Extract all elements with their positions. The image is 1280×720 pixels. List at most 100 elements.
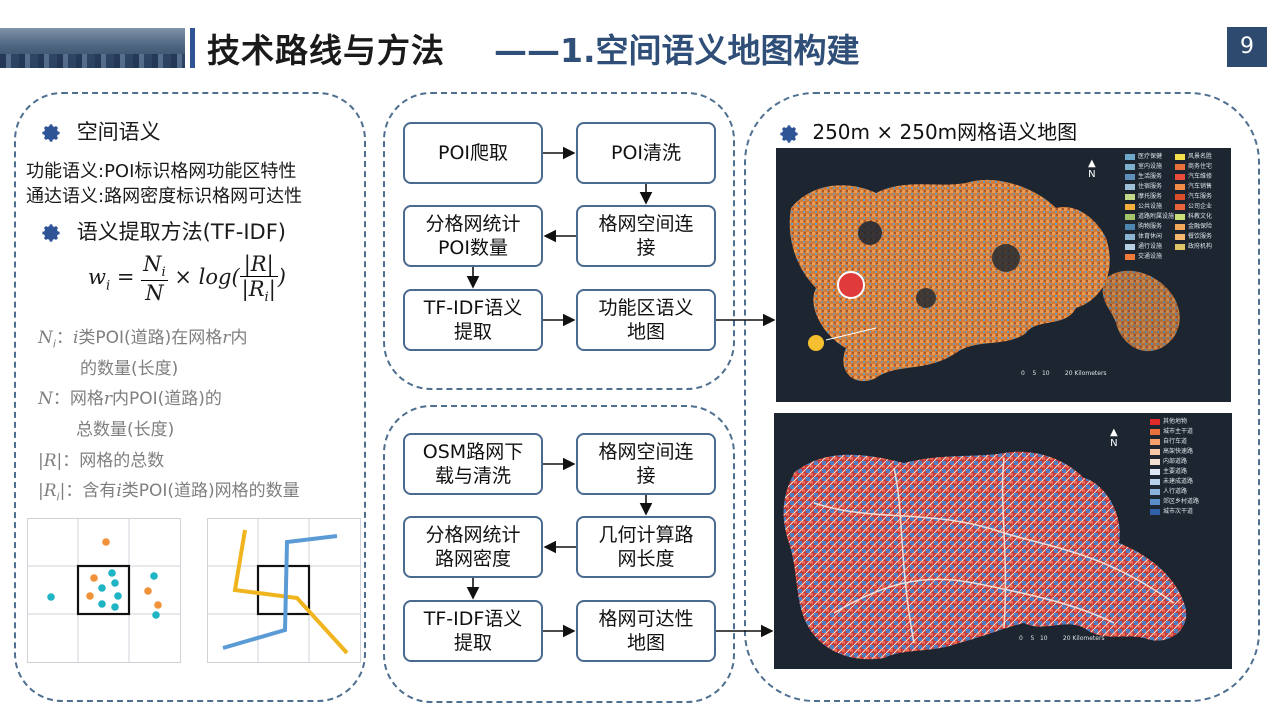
legend-label: 公共设施 [1138, 203, 1162, 210]
legend-label: 科教文化 [1188, 213, 1212, 220]
legend-label: 购物服务 [1138, 223, 1162, 230]
legend-item: 风景名胜 [1175, 152, 1225, 162]
legend-swatch [1125, 244, 1135, 250]
legend-item: 医疗保健 [1125, 152, 1175, 162]
legend-label: 人行道路 [1163, 488, 1187, 495]
legend-swatch [1150, 429, 1160, 435]
legend-swatch [1175, 244, 1185, 250]
legend-item: 商务住宅 [1175, 162, 1225, 172]
legend-label: 餐饮服务 [1188, 233, 1212, 240]
legend-swatch [1175, 204, 1185, 210]
legend-label: 高架快速路 [1163, 448, 1193, 455]
legend-item: 高架快速路 [1150, 447, 1199, 457]
maps-title: 250m × 250m网格语义地图 [778, 116, 1077, 145]
legend-swatch [1175, 234, 1185, 240]
access-map-legend: 其他地物城市主干道自行车道高架快速路内部道路主要道路未建成道路人行道路郊区乡村道… [1150, 417, 1199, 517]
function-map-north-arrow: ▲N [1088, 158, 1096, 180]
legend-item: 公共设施 [1125, 202, 1175, 212]
legend-label: 城市主干道 [1163, 428, 1193, 435]
gear-icon [778, 123, 800, 145]
legend-swatch [1150, 439, 1160, 445]
legend-swatch [1125, 174, 1135, 180]
legend-item: 住宿服务 [1125, 182, 1175, 192]
legend-swatch [1150, 459, 1160, 465]
legend-item: 科教文化 [1175, 212, 1225, 222]
legend-swatch [1175, 154, 1185, 160]
legend-swatch [1125, 224, 1135, 230]
legend-item: 金融保险 [1175, 222, 1225, 232]
legend-label: 汽车销售 [1188, 183, 1212, 190]
access-map-north-arrow: ▲N [1110, 427, 1118, 449]
legend-item: 公司企业 [1175, 202, 1225, 212]
maps-title-label: 250m × 250m网格语义地图 [812, 120, 1077, 144]
legend-label: 生活服务 [1138, 173, 1162, 180]
legend-swatch [1125, 234, 1135, 240]
legend-label: 未建成道路 [1163, 478, 1193, 485]
legend-item: 摩托服务 [1125, 192, 1175, 202]
legend-swatch [1125, 164, 1135, 170]
legend-label: 政府机构 [1188, 243, 1212, 250]
access-map-scale: 0 5 10 20 Kilometers [1019, 635, 1105, 642]
legend-item: 道路附属设施 [1125, 212, 1175, 222]
legend-item: 通行设施 [1125, 242, 1175, 252]
legend-label: 通行设施 [1138, 243, 1162, 250]
legend-label: 商务住宅 [1188, 163, 1212, 170]
legend-label: 医疗保健 [1138, 153, 1162, 160]
legend-swatch [1175, 174, 1185, 180]
legend-label: 金融保险 [1188, 223, 1212, 230]
legend-label: 汽车维修 [1188, 173, 1212, 180]
legend-item: 汽车维修 [1175, 172, 1225, 182]
legend-swatch [1125, 194, 1135, 200]
legend-item: 室内设施 [1125, 162, 1175, 172]
legend-swatch [1150, 499, 1160, 505]
legend-label: 体育休闲 [1138, 233, 1162, 240]
legend-item: 购物服务 [1125, 222, 1175, 232]
legend-item: 交通设施 [1125, 252, 1175, 262]
legend-label: 道路附属设施 [1138, 213, 1174, 220]
legend-swatch [1175, 194, 1185, 200]
legend-label: 城市次干道 [1163, 508, 1193, 515]
legend-item: 体育休闲 [1125, 232, 1175, 242]
legend-label: 风景名胜 [1188, 153, 1212, 160]
legend-item: 自行车道 [1150, 437, 1199, 447]
legend-label: 住宿服务 [1138, 183, 1162, 190]
legend-item: 餐饮服务 [1175, 232, 1225, 242]
legend-label: 主要道路 [1163, 468, 1187, 475]
legend-swatch [1175, 184, 1185, 190]
legend-swatch [1150, 489, 1160, 495]
legend-swatch [1125, 214, 1135, 220]
accessibility-semantic-map: ▲N 其他地物城市主干道自行车道高架快速路内部道路主要道路未建成道路人行道路郊区… [774, 413, 1232, 669]
legend-item: 政府机构 [1175, 242, 1225, 252]
legend-swatch [1150, 509, 1160, 515]
legend-item: 汽车销售 [1175, 182, 1225, 192]
legend-swatch [1125, 184, 1135, 190]
legend-item: 人行道路 [1150, 487, 1199, 497]
legend-item: 其他地物 [1150, 417, 1199, 427]
legend-item: 郊区乡村道路 [1150, 497, 1199, 507]
legend-label: 自行车道 [1163, 438, 1187, 445]
legend-item: 主要道路 [1150, 467, 1199, 477]
legend-label: 内部道路 [1163, 458, 1187, 465]
legend-label: 汽车服务 [1188, 193, 1212, 200]
legend-item: 生活服务 [1125, 172, 1175, 182]
legend-item: 城市主干道 [1150, 427, 1199, 437]
function-semantic-map: ▲N 医疗保健 风景名胜室内设施 商务住宅生活服务 汽车维修住宿服务 汽车销售摩托服务 汽… [776, 148, 1231, 402]
legend-swatch [1150, 479, 1160, 485]
legend-swatch [1125, 154, 1135, 160]
legend-swatch [1125, 204, 1135, 210]
legend-label: 其他地物 [1163, 418, 1187, 425]
function-map-scale: 0 5 10 20 Kilometers [1021, 370, 1107, 377]
legend-label: 交通设施 [1138, 253, 1162, 260]
legend-item: 汽车服务 [1175, 192, 1225, 202]
legend-label: 公司企业 [1188, 203, 1212, 210]
legend-swatch [1150, 449, 1160, 455]
legend-swatch [1175, 214, 1185, 220]
legend-swatch [1175, 224, 1185, 230]
legend-label: 郊区乡村道路 [1163, 498, 1199, 505]
legend-item: 未建成道路 [1150, 477, 1199, 487]
legend-label: 室内设施 [1138, 163, 1162, 170]
legend-swatch [1150, 469, 1160, 475]
legend-swatch [1125, 254, 1135, 260]
legend-label: 摩托服务 [1138, 193, 1162, 200]
legend-swatch [1175, 164, 1185, 170]
